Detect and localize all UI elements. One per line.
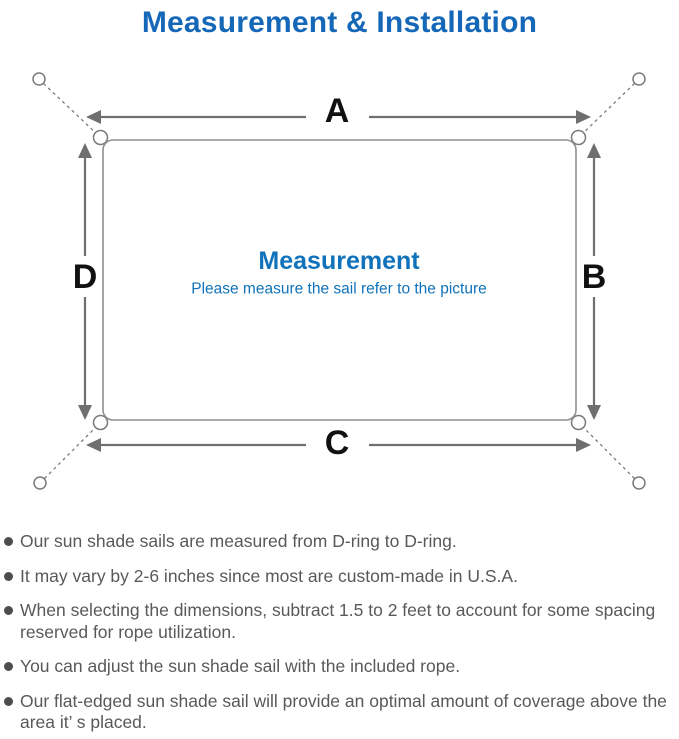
note-text: When selecting the dimensions, subtract …	[20, 600, 656, 642]
d-ring-icon	[570, 129, 587, 146]
arrowhead-right-icon	[576, 438, 591, 452]
diagram-center-title: Measurement	[258, 247, 420, 275]
arrowhead-left-icon	[86, 438, 101, 452]
arrowhead-up-icon	[587, 143, 601, 158]
dimension-label-d: D	[73, 258, 98, 296]
sail-measurement-diagram: A B C D Measurement Please measure the s…	[0, 55, 679, 520]
dimension-label-c: C	[325, 424, 350, 462]
page-title: Measurement & Installation	[141, 6, 538, 39]
note-text: Our flat-edged sun shade sail will provi…	[20, 690, 667, 733]
list-item: When selecting the dimensions, subtract …	[4, 600, 671, 643]
arrowhead-right-icon	[576, 110, 591, 124]
bullet-icon	[4, 537, 13, 546]
rope-line	[579, 423, 635, 479]
shade-sail-outline	[102, 139, 577, 421]
list-item: Our sun shade sails are measured from D-…	[4, 531, 671, 553]
arrowhead-down-icon	[587, 405, 601, 420]
dimension-arrowheads	[78, 110, 601, 452]
dimension-arrow-lines	[83, 115, 596, 447]
list-item: You can adjust the sun shade sail with t…	[4, 656, 671, 678]
d-ring-icon	[92, 414, 109, 431]
d-ring-icon	[570, 414, 587, 431]
diagram-canvas: A B C D Measurement Please measure the s…	[32, 72, 646, 490]
note-text: You can adjust the sun shade sail with t…	[20, 656, 461, 676]
rope-line	[579, 83, 635, 137]
rope-line	[43, 83, 100, 137]
bullet-icon	[4, 606, 13, 615]
anchor-ring-icon	[32, 72, 46, 86]
note-text: Our sun shade sails are measured from D-…	[20, 531, 457, 551]
bullet-icon	[4, 662, 13, 671]
arrowhead-up-icon	[78, 143, 92, 158]
dimension-label-b: B	[582, 258, 607, 296]
d-ring-icon	[92, 129, 109, 146]
arrowhead-down-icon	[78, 405, 92, 420]
measurement-notes-list: Our sun shade sails are measured from D-…	[0, 520, 679, 739]
dimension-label-a: A	[325, 92, 350, 130]
list-item: It may vary by 2-6 inches since most are…	[4, 566, 671, 588]
anchor-ring-icon	[33, 476, 47, 490]
bullet-icon	[4, 571, 13, 581]
anchor-ring-icon	[632, 476, 646, 490]
anchor-rings	[32, 72, 646, 490]
rope-line	[44, 423, 100, 479]
anchor-ring-icon	[632, 72, 646, 86]
diagram-center-subtitle: Please measure the sail refer to the pic…	[191, 281, 487, 298]
corner-d-rings	[92, 129, 587, 431]
list-item: Our flat-edged sun shade sail will provi…	[4, 691, 671, 734]
arrowhead-left-icon	[86, 110, 101, 124]
bullet-icon	[4, 696, 13, 706]
note-text: It may vary by 2-6 inches since most are…	[20, 565, 518, 586]
